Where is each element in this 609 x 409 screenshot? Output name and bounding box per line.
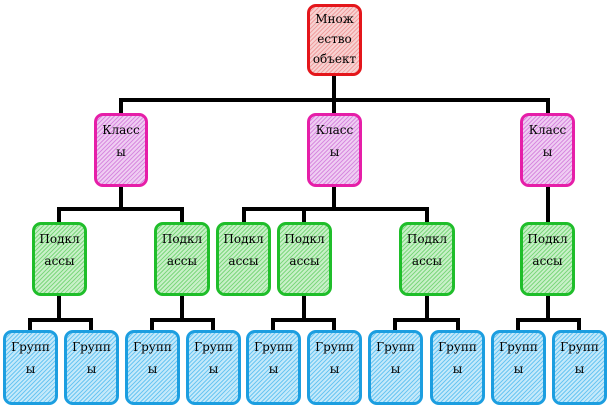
class-node: Классы	[307, 113, 362, 187]
class-node-label: Классы	[528, 123, 567, 159]
group-node-label: Группы	[254, 340, 293, 376]
subclass-node-label: Подклассы	[406, 232, 448, 268]
group-node: Группы	[246, 330, 301, 405]
edge-sub2-groups	[150, 294, 215, 332]
edge-root-classes	[119, 74, 550, 115]
subclass-node: Подклассы	[32, 222, 87, 296]
subclass-node: Подклассы	[216, 222, 271, 296]
subclass-node: Подклассы	[520, 222, 575, 296]
subclass-node-label: Подклассы	[284, 232, 325, 268]
subclass-node-label: Подклассы	[39, 232, 80, 268]
group-node: Группы	[430, 330, 485, 405]
group-node-label: Группы	[499, 340, 538, 376]
group-node: Группы	[491, 330, 546, 405]
group-node: Группы	[368, 330, 423, 405]
group-node-label: Группы	[560, 340, 599, 376]
group-node-label: Группы	[133, 340, 172, 376]
root-node: Множество объектов	[307, 4, 362, 76]
subclass-node: Подклассы	[277, 222, 332, 296]
edge-class1-subclasses	[57, 185, 184, 224]
class-node-label: Классы	[102, 123, 140, 159]
group-node: Группы	[552, 330, 607, 405]
subclass-node-label: Подклассы	[527, 232, 568, 268]
root-node-label: Множество объектов	[312, 12, 357, 73]
subclass-node: Подклассы	[154, 222, 210, 296]
group-node: Группы	[307, 330, 362, 405]
group-node-label: Группы	[376, 340, 415, 376]
class-node-label: Классы	[315, 123, 354, 159]
class-node: Классы	[94, 113, 148, 187]
group-node: Группы	[64, 330, 119, 405]
edge-sub1-groups	[28, 294, 93, 332]
edge-sub5-groups	[393, 294, 460, 332]
group-node: Группы	[125, 330, 180, 405]
edge-class2-subclasses	[242, 185, 429, 224]
subclass-node: Подклассы	[399, 222, 455, 296]
group-node-label: Группы	[72, 340, 111, 376]
edge-sub6-groups	[516, 294, 581, 332]
subclass-node-label: Подклассы	[161, 232, 203, 268]
group-node-label: Группы	[194, 340, 233, 376]
edge-sub4-groups	[271, 294, 336, 332]
group-node-label: Группы	[11, 340, 50, 376]
class-node: Классы	[520, 113, 575, 187]
group-node-label: Группы	[438, 340, 477, 376]
group-node: Группы	[186, 330, 241, 405]
group-node-label: Группы	[315, 340, 354, 376]
group-node: Группы	[3, 330, 58, 405]
subclass-node-label: Подклассы	[223, 232, 264, 268]
